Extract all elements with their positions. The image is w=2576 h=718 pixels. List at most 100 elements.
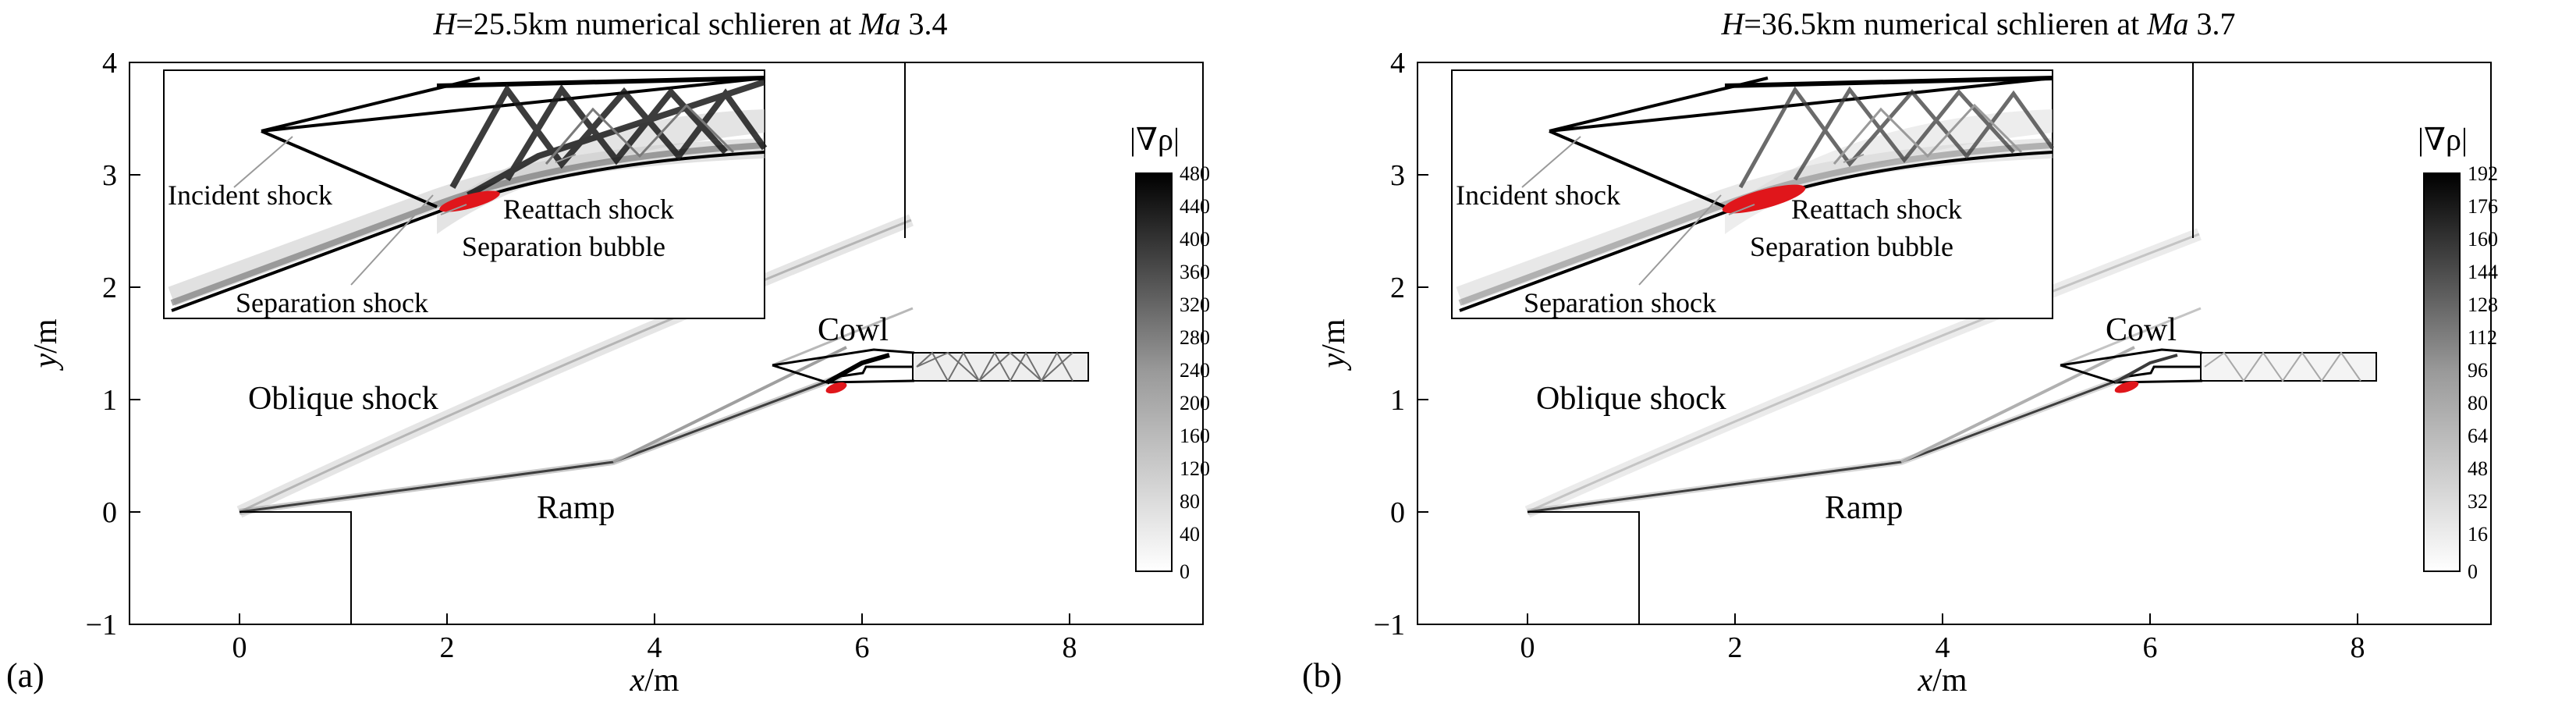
inset-ramp-grey xyxy=(170,142,765,306)
panel-title: H=36.5km numerical schlieren at Ma 3.7 xyxy=(1720,6,2235,41)
x-tick-label: 0 xyxy=(232,631,247,664)
x-tick-label: 2 xyxy=(1728,631,1743,664)
colorbar-tick: 32 xyxy=(2468,490,2488,513)
colorbar-tick: 128 xyxy=(2468,293,2498,316)
colorbar-tick: 160 xyxy=(2468,228,2498,251)
colorbar: |∇ρ| 192 176 160 144 128 112 96 80 64 48… xyxy=(2418,122,2498,583)
colorbar-title: |∇ρ| xyxy=(2418,122,2468,157)
x-tick-label: 8 xyxy=(2351,631,2365,664)
colorbar-tick: 40 xyxy=(1180,523,1200,546)
x-axis-label: x/m xyxy=(1918,663,1967,698)
colorbar-tick: 64 xyxy=(2468,425,2488,447)
colorbar-tick: 200 xyxy=(1180,392,1210,414)
label-incident-shock: Incident shock xyxy=(1456,180,1620,211)
colorbar-tick: 360 xyxy=(1180,261,1210,283)
colorbar-tick: 320 xyxy=(1180,293,1210,316)
colorbar-tick: 280 xyxy=(1180,326,1210,349)
cowl-shock-dark xyxy=(2114,354,2178,384)
inset-reflected-shocks xyxy=(1738,86,2055,189)
second-ramp-shock xyxy=(612,346,847,464)
colorbar-tick: 80 xyxy=(1180,490,1200,513)
oblique-shock-core xyxy=(1527,233,2200,514)
cowl-shock-dark xyxy=(825,353,890,385)
x-axis-label: x/m xyxy=(630,663,679,698)
label-cowl: Cowl xyxy=(818,312,889,348)
x-tick-label: 0 xyxy=(1520,631,1535,664)
isolator-shock-train xyxy=(916,350,1073,383)
label-ramp: Ramp xyxy=(1825,490,1903,526)
leader-lines xyxy=(1521,136,1865,286)
inset-cowl-wall xyxy=(1724,76,2053,88)
inset-cowl-wall xyxy=(436,76,765,88)
separation-bubble-small xyxy=(2114,381,2139,393)
isolator-shock-train xyxy=(2204,351,2361,382)
y-axis-label: y/m xyxy=(28,318,64,371)
colorbar-tick: 0 xyxy=(2468,560,2478,583)
plot-frame xyxy=(129,62,1204,625)
label-separation-bubble: Separation bubble xyxy=(1750,231,1953,262)
label-oblique-shock: Oblique shock xyxy=(248,381,438,417)
panel-a: H=25.5km numerical schlieren at Ma 3.4 4… xyxy=(6,6,1210,698)
y-tick-label: −1 xyxy=(1374,609,1405,642)
y-tick-label: 2 xyxy=(1390,272,1405,304)
x-tick-label: 4 xyxy=(1936,631,1950,664)
colorbar-tick: 80 xyxy=(2468,392,2488,414)
y-tick-label: −1 xyxy=(86,609,117,642)
colorbar-tick: 240 xyxy=(1180,359,1210,382)
label-cowl: Cowl xyxy=(2106,312,2177,348)
panel-title: H=25.5km numerical schlieren at Ma 3.4 xyxy=(432,6,947,41)
plot-frame xyxy=(1417,62,2492,625)
colorbar-tick: 400 xyxy=(1180,228,1210,251)
colorbar-tick: 192 xyxy=(2468,162,2498,185)
base-step xyxy=(1528,511,1640,624)
base-step xyxy=(240,511,352,624)
schlieren-field xyxy=(236,62,1089,624)
colorbar-tick: 16 xyxy=(2468,523,2488,546)
x-tick-label: 6 xyxy=(855,631,870,664)
label-separation-shock: Separation shock xyxy=(236,287,428,318)
colorbar-tick: 480 xyxy=(1180,162,1210,185)
colorbar: |∇ρ| 480 440 400 360 320 280 240 200 160… xyxy=(1130,122,1210,583)
inset-shock-haze xyxy=(437,109,765,234)
y-axis xyxy=(130,62,140,625)
x-tick-label: 2 xyxy=(440,631,455,664)
cowl-lip-shock xyxy=(772,307,914,367)
colorbar-tick: 160 xyxy=(1180,425,1210,447)
x-axis xyxy=(239,613,1070,624)
inset-shock-haze xyxy=(1725,109,2053,234)
colorbar-tick: 112 xyxy=(2468,326,2497,349)
separation-bubble xyxy=(1722,184,1806,214)
separation-bubble xyxy=(439,190,500,212)
label-incident-shock: Incident shock xyxy=(168,180,332,211)
label-separation-shock: Separation shock xyxy=(1524,287,1716,318)
y-tick-label: 3 xyxy=(102,159,117,192)
inset-reflected-thin xyxy=(1833,103,2023,165)
separation-bubble-small xyxy=(825,382,847,394)
y-tick-label: 4 xyxy=(1390,47,1405,80)
panel-letter: (b) xyxy=(1302,656,1342,695)
oblique-shock-core xyxy=(239,219,912,514)
colorbar-tick: 144 xyxy=(2468,261,2498,283)
x-tick-label: 6 xyxy=(2143,631,2158,664)
y-tick-label: 1 xyxy=(1390,384,1405,417)
y-axis xyxy=(1418,62,1428,625)
y-tick-label: 0 xyxy=(1390,496,1405,529)
colorbar-tick: 96 xyxy=(2468,359,2488,382)
y-tick-label: 3 xyxy=(1390,159,1405,192)
colorbar-tick: 0 xyxy=(1180,560,1190,583)
y-tick-label: 2 xyxy=(102,272,117,304)
colorbar-title: |∇ρ| xyxy=(1130,122,1180,157)
label-separation-bubble: Separation bubble xyxy=(462,231,665,262)
schlieren-field xyxy=(1524,62,2377,624)
isolator-duct xyxy=(2200,352,2377,382)
colorbar-tick: 120 xyxy=(1180,457,1210,480)
y-axis-label: y/m xyxy=(1316,318,1352,371)
colorbar-tick: 48 xyxy=(2468,457,2488,480)
leader-lines xyxy=(233,136,577,286)
colorbar-tick: 176 xyxy=(2468,195,2498,218)
label-oblique-shock: Oblique shock xyxy=(1536,381,1726,417)
cowl-lip-shock xyxy=(2060,307,2202,367)
panel-letter: (a) xyxy=(6,656,44,695)
x-tick-label: 4 xyxy=(648,631,662,664)
